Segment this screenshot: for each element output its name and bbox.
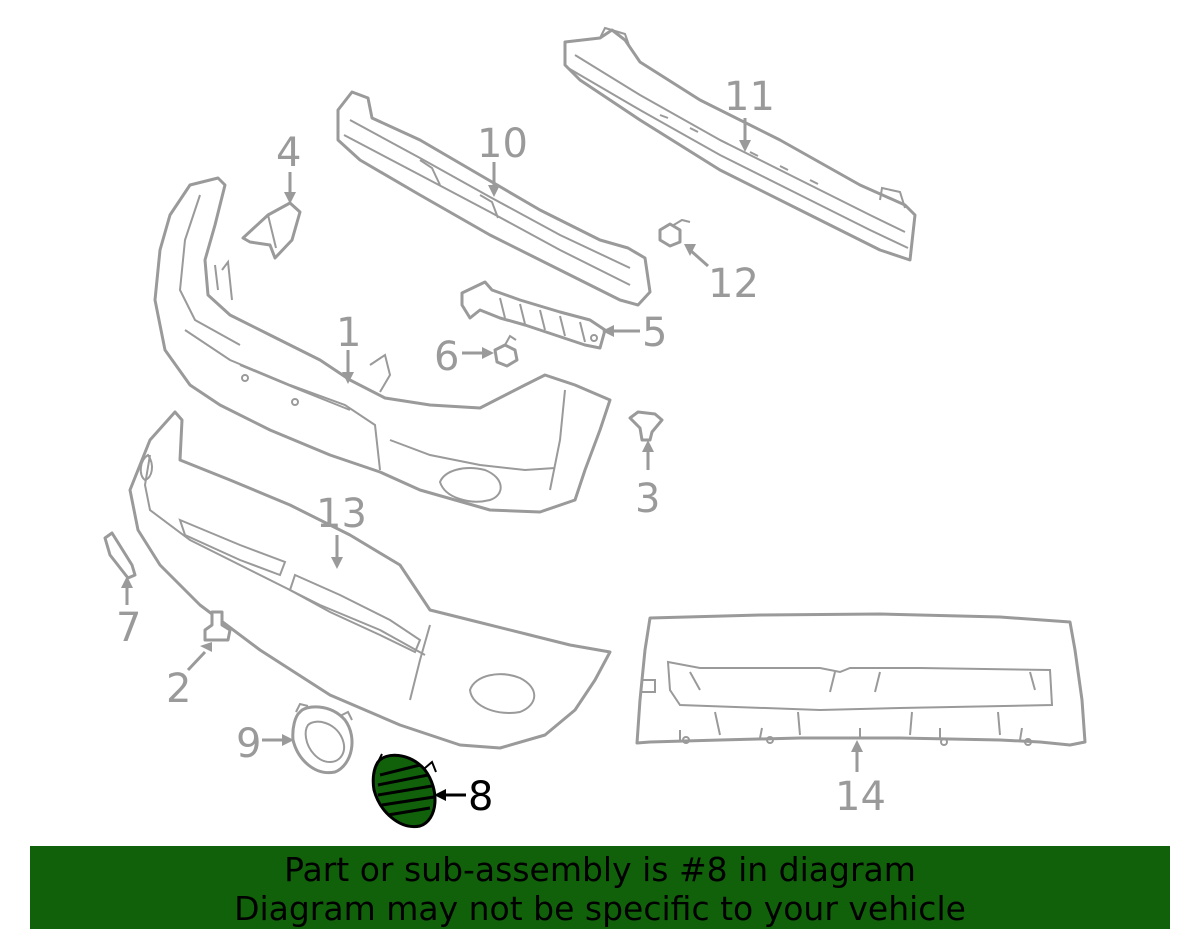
- part-5-bracket: [460, 280, 607, 350]
- part-13-lower-cover: [128, 410, 612, 750]
- callout-7: 7: [116, 605, 141, 651]
- part-11-reinforcement-bar: [563, 26, 917, 262]
- part-1-bumper-cover: [153, 176, 612, 514]
- part-info-banner: Part or sub-assembly is #8 in diagram Di…: [30, 846, 1170, 929]
- callout-12: 12: [708, 261, 759, 307]
- callout-1: 1: [336, 310, 361, 356]
- callout-6: 6: [434, 334, 459, 380]
- callout-5: 5: [642, 310, 667, 356]
- callout-10: 10: [477, 121, 528, 167]
- part-4-bracket: [241, 201, 302, 260]
- part-7-bracket: [103, 531, 137, 580]
- callout-labels: 1 2 3 4 5 6 7 8 9 10 11 12 13 14: [116, 74, 886, 820]
- callout-14: 14: [835, 774, 886, 820]
- callout-2: 2: [166, 666, 191, 712]
- part-2-clip: [203, 610, 232, 642]
- banner-line-1: Part or sub-assembly is #8 in diagram: [284, 850, 916, 889]
- parts-diagram: 1 2 3 4 5 6 7 8 9 10 11 12 13 14: [103, 26, 1087, 829]
- callout-4: 4: [276, 130, 301, 176]
- part-6-nut: [493, 334, 519, 368]
- callout-13: 13: [316, 491, 367, 537]
- callout-8: 8: [468, 774, 493, 820]
- part-14-skid-plate: [635, 612, 1087, 747]
- banner-line-2: Diagram may not be specific to your vehi…: [234, 889, 966, 928]
- callout-9: 9: [236, 721, 261, 767]
- part-8-fog-cover-highlighted: [371, 753, 437, 829]
- part-10-absorber: [336, 90, 652, 307]
- part-9-fog-ring: [291, 702, 354, 775]
- callout-arrows: [121, 118, 863, 801]
- callout-11: 11: [724, 74, 775, 120]
- part-3-clip: [628, 410, 664, 442]
- callout-3: 3: [635, 476, 660, 522]
- part-12-bolt: [658, 218, 691, 248]
